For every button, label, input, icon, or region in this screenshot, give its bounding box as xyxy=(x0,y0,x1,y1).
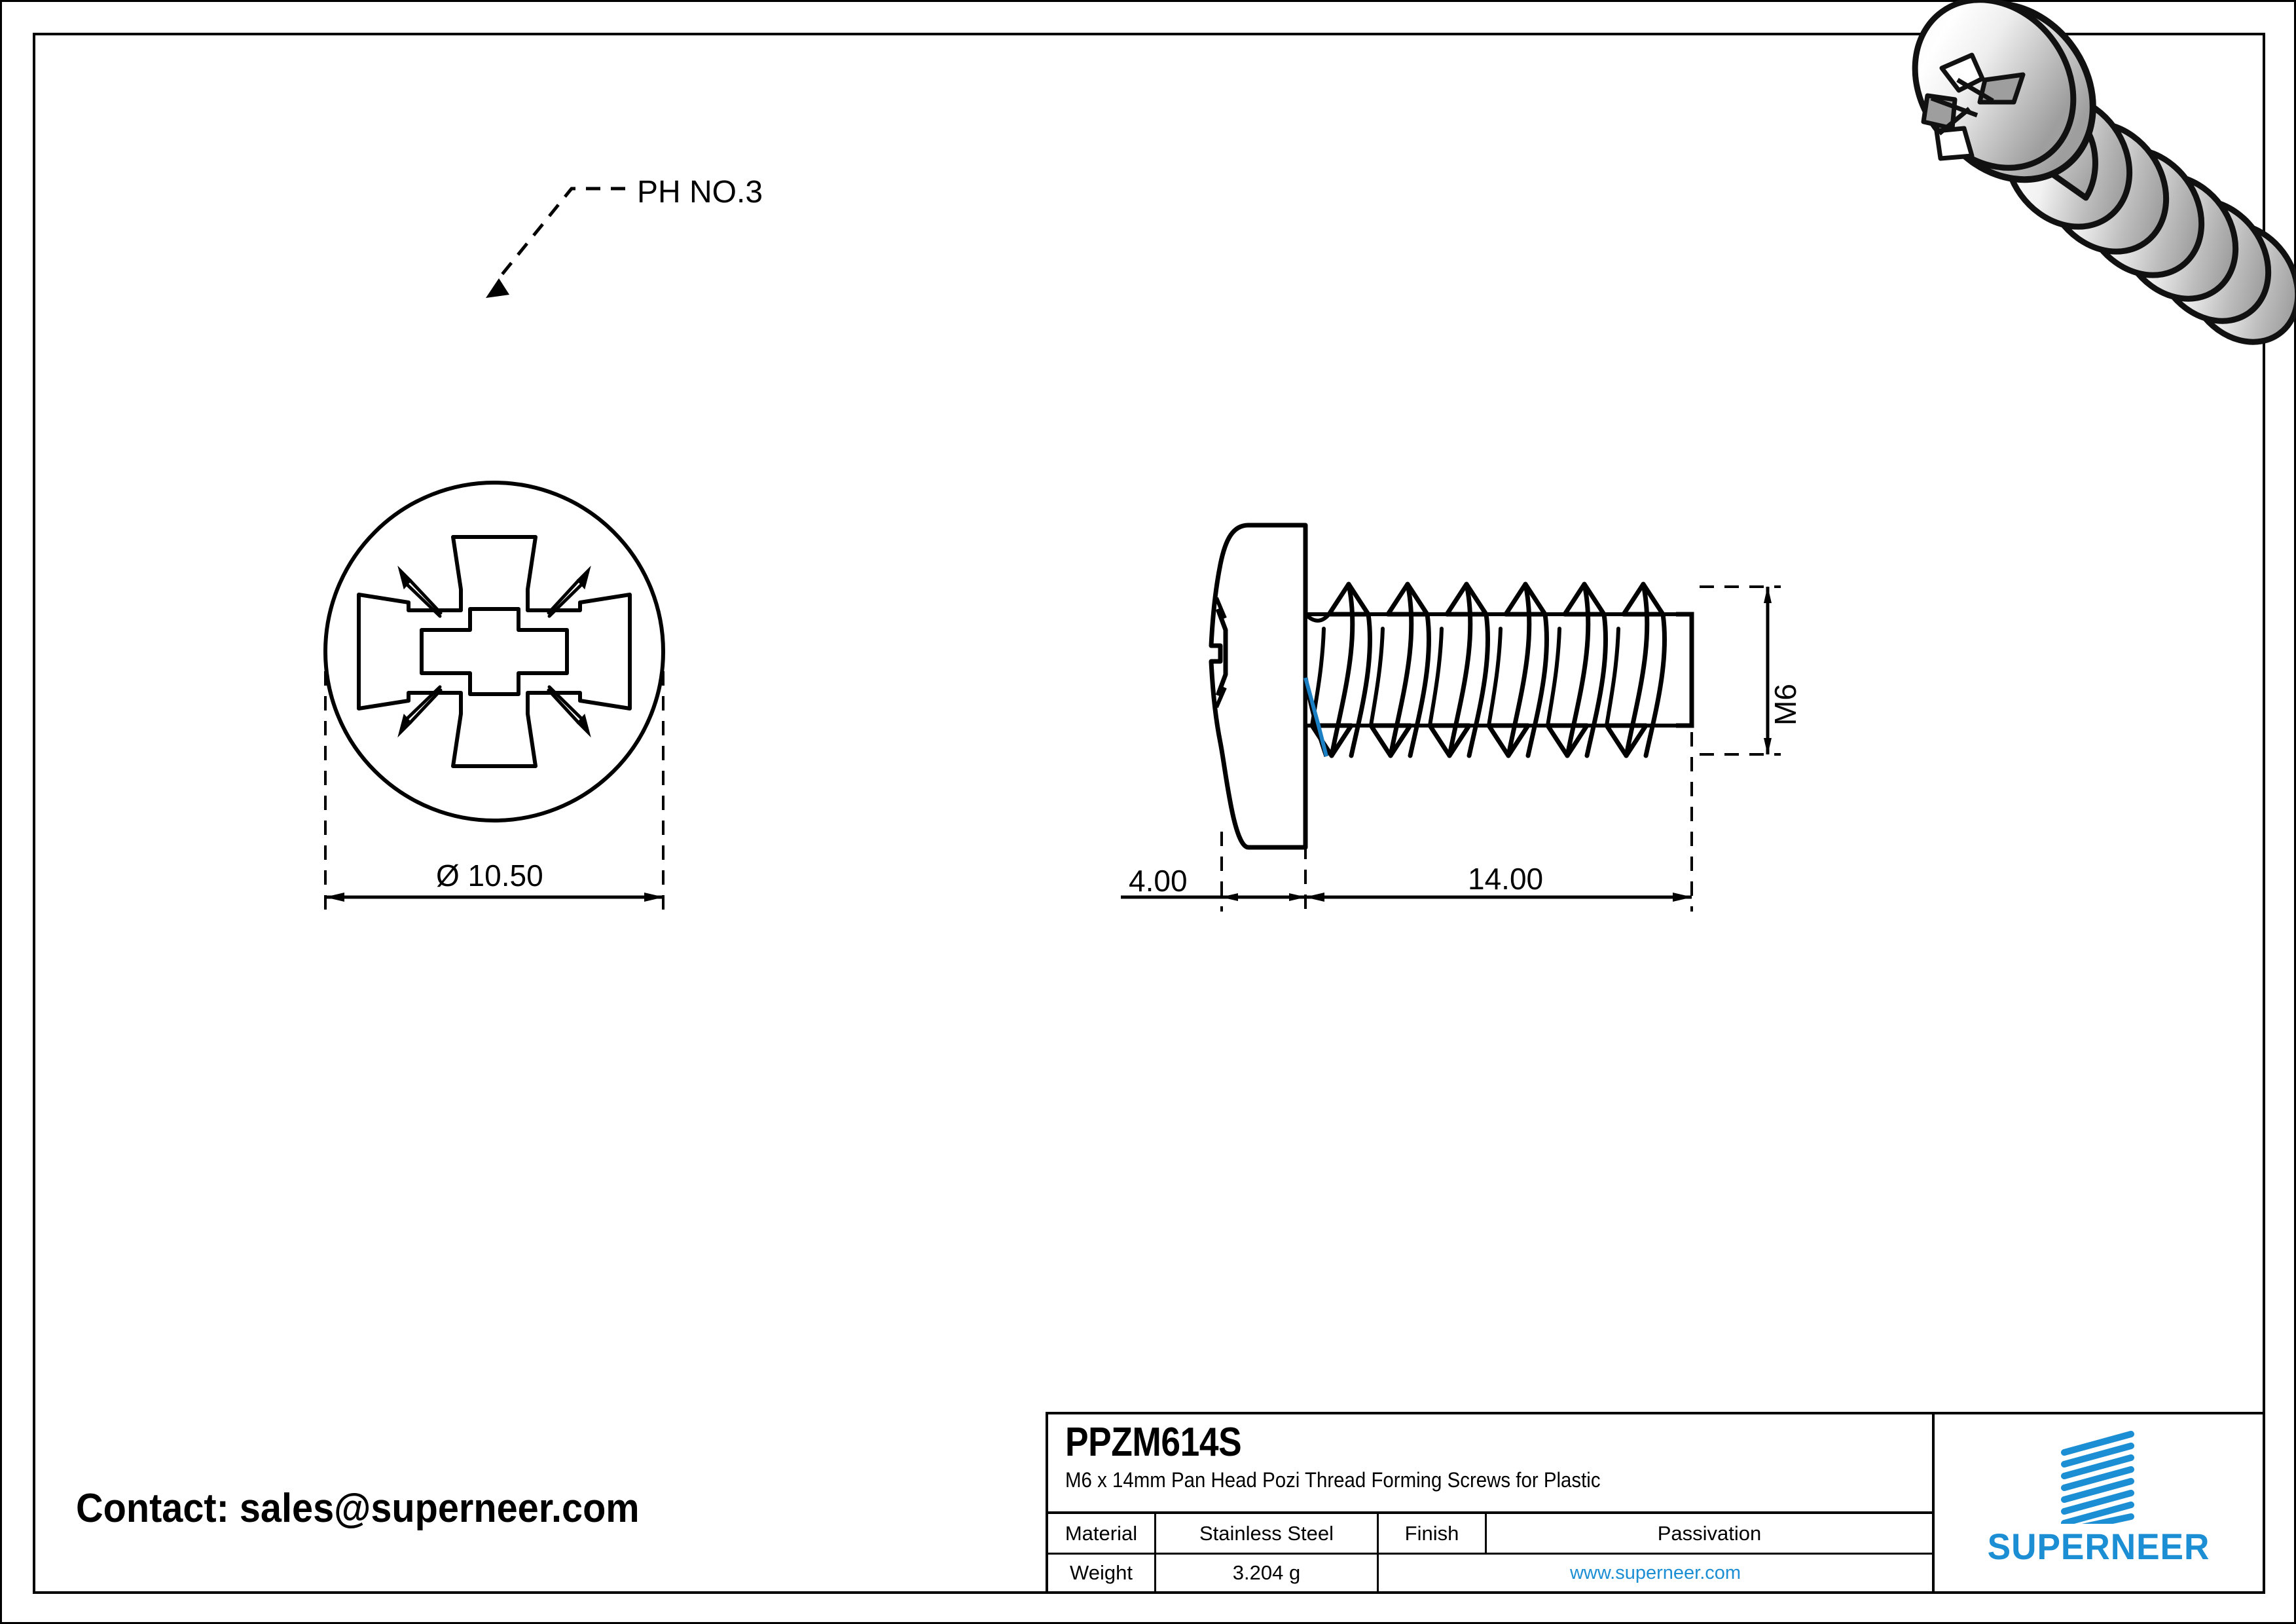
contact-text: Contact: sales@superneer.com xyxy=(76,1486,640,1531)
thread-length-label: 14.00 xyxy=(1468,862,1544,896)
title-block-info: PPZM614S M6 x 14mm Pan Head Pozi Thread … xyxy=(1046,1412,1935,1594)
finish-label: Finish xyxy=(1379,1514,1487,1553)
head-height-label: 4.00 xyxy=(1129,864,1188,898)
diameter-dimension xyxy=(324,646,665,910)
finish-value: Passivation xyxy=(1657,1521,1762,1545)
material-value: Stainless Steel xyxy=(1156,1514,1379,1553)
part-number: PPZM614S xyxy=(1065,1420,1242,1465)
website-link[interactable]: www.superneer.com xyxy=(1569,1562,1741,1583)
weight-label: Weight xyxy=(1048,1555,1156,1591)
brand-block: SUPERNEER xyxy=(1935,1412,2265,1594)
3d-thread-turns xyxy=(2002,92,2296,345)
front-view-group xyxy=(323,187,665,910)
3d-pozi-recess xyxy=(1921,52,2026,161)
brand-name: SUPERNEER xyxy=(1987,1526,2210,1567)
table-row: Material Stainless Steel Finish Passivat… xyxy=(1048,1514,1932,1555)
part-description: M6 x 14mm Pan Head Pozi Thread Forming S… xyxy=(1065,1468,1601,1492)
superneer-logo-icon xyxy=(2060,1431,2134,1524)
thread-size-dimension xyxy=(1700,585,1781,756)
pan-head-profile xyxy=(1209,523,1308,850)
side-view-group xyxy=(1121,523,1781,912)
head-outline-circle xyxy=(323,481,665,822)
weight-value: 3.204 g xyxy=(1156,1555,1379,1591)
material-label: Material xyxy=(1048,1514,1156,1553)
title-block-heading: PPZM614S M6 x 14mm Pan Head Pozi Thread … xyxy=(1048,1414,1932,1514)
drive-callout-label: PH NO.3 xyxy=(637,175,763,210)
thread-runout-under-head xyxy=(1303,612,1331,758)
screw-end-face xyxy=(1676,612,1694,728)
pozi-rib-marks xyxy=(397,565,591,738)
thread-helix-lines xyxy=(1329,581,1667,758)
head-diameter-label: Ø 10.50 xyxy=(436,858,543,893)
pozidriv-recess xyxy=(357,535,632,768)
screw-3d-render xyxy=(1912,0,2296,345)
thread-size-label: M6 xyxy=(1768,684,1802,726)
title-block: PPZM614S M6 x 14mm Pan Head Pozi Thread … xyxy=(1046,1412,2265,1594)
thread-profile xyxy=(1309,581,1666,758)
table-row: Weight 3.204 g www.superneer.com xyxy=(1048,1555,1932,1591)
drive-callout-leader xyxy=(486,187,625,298)
